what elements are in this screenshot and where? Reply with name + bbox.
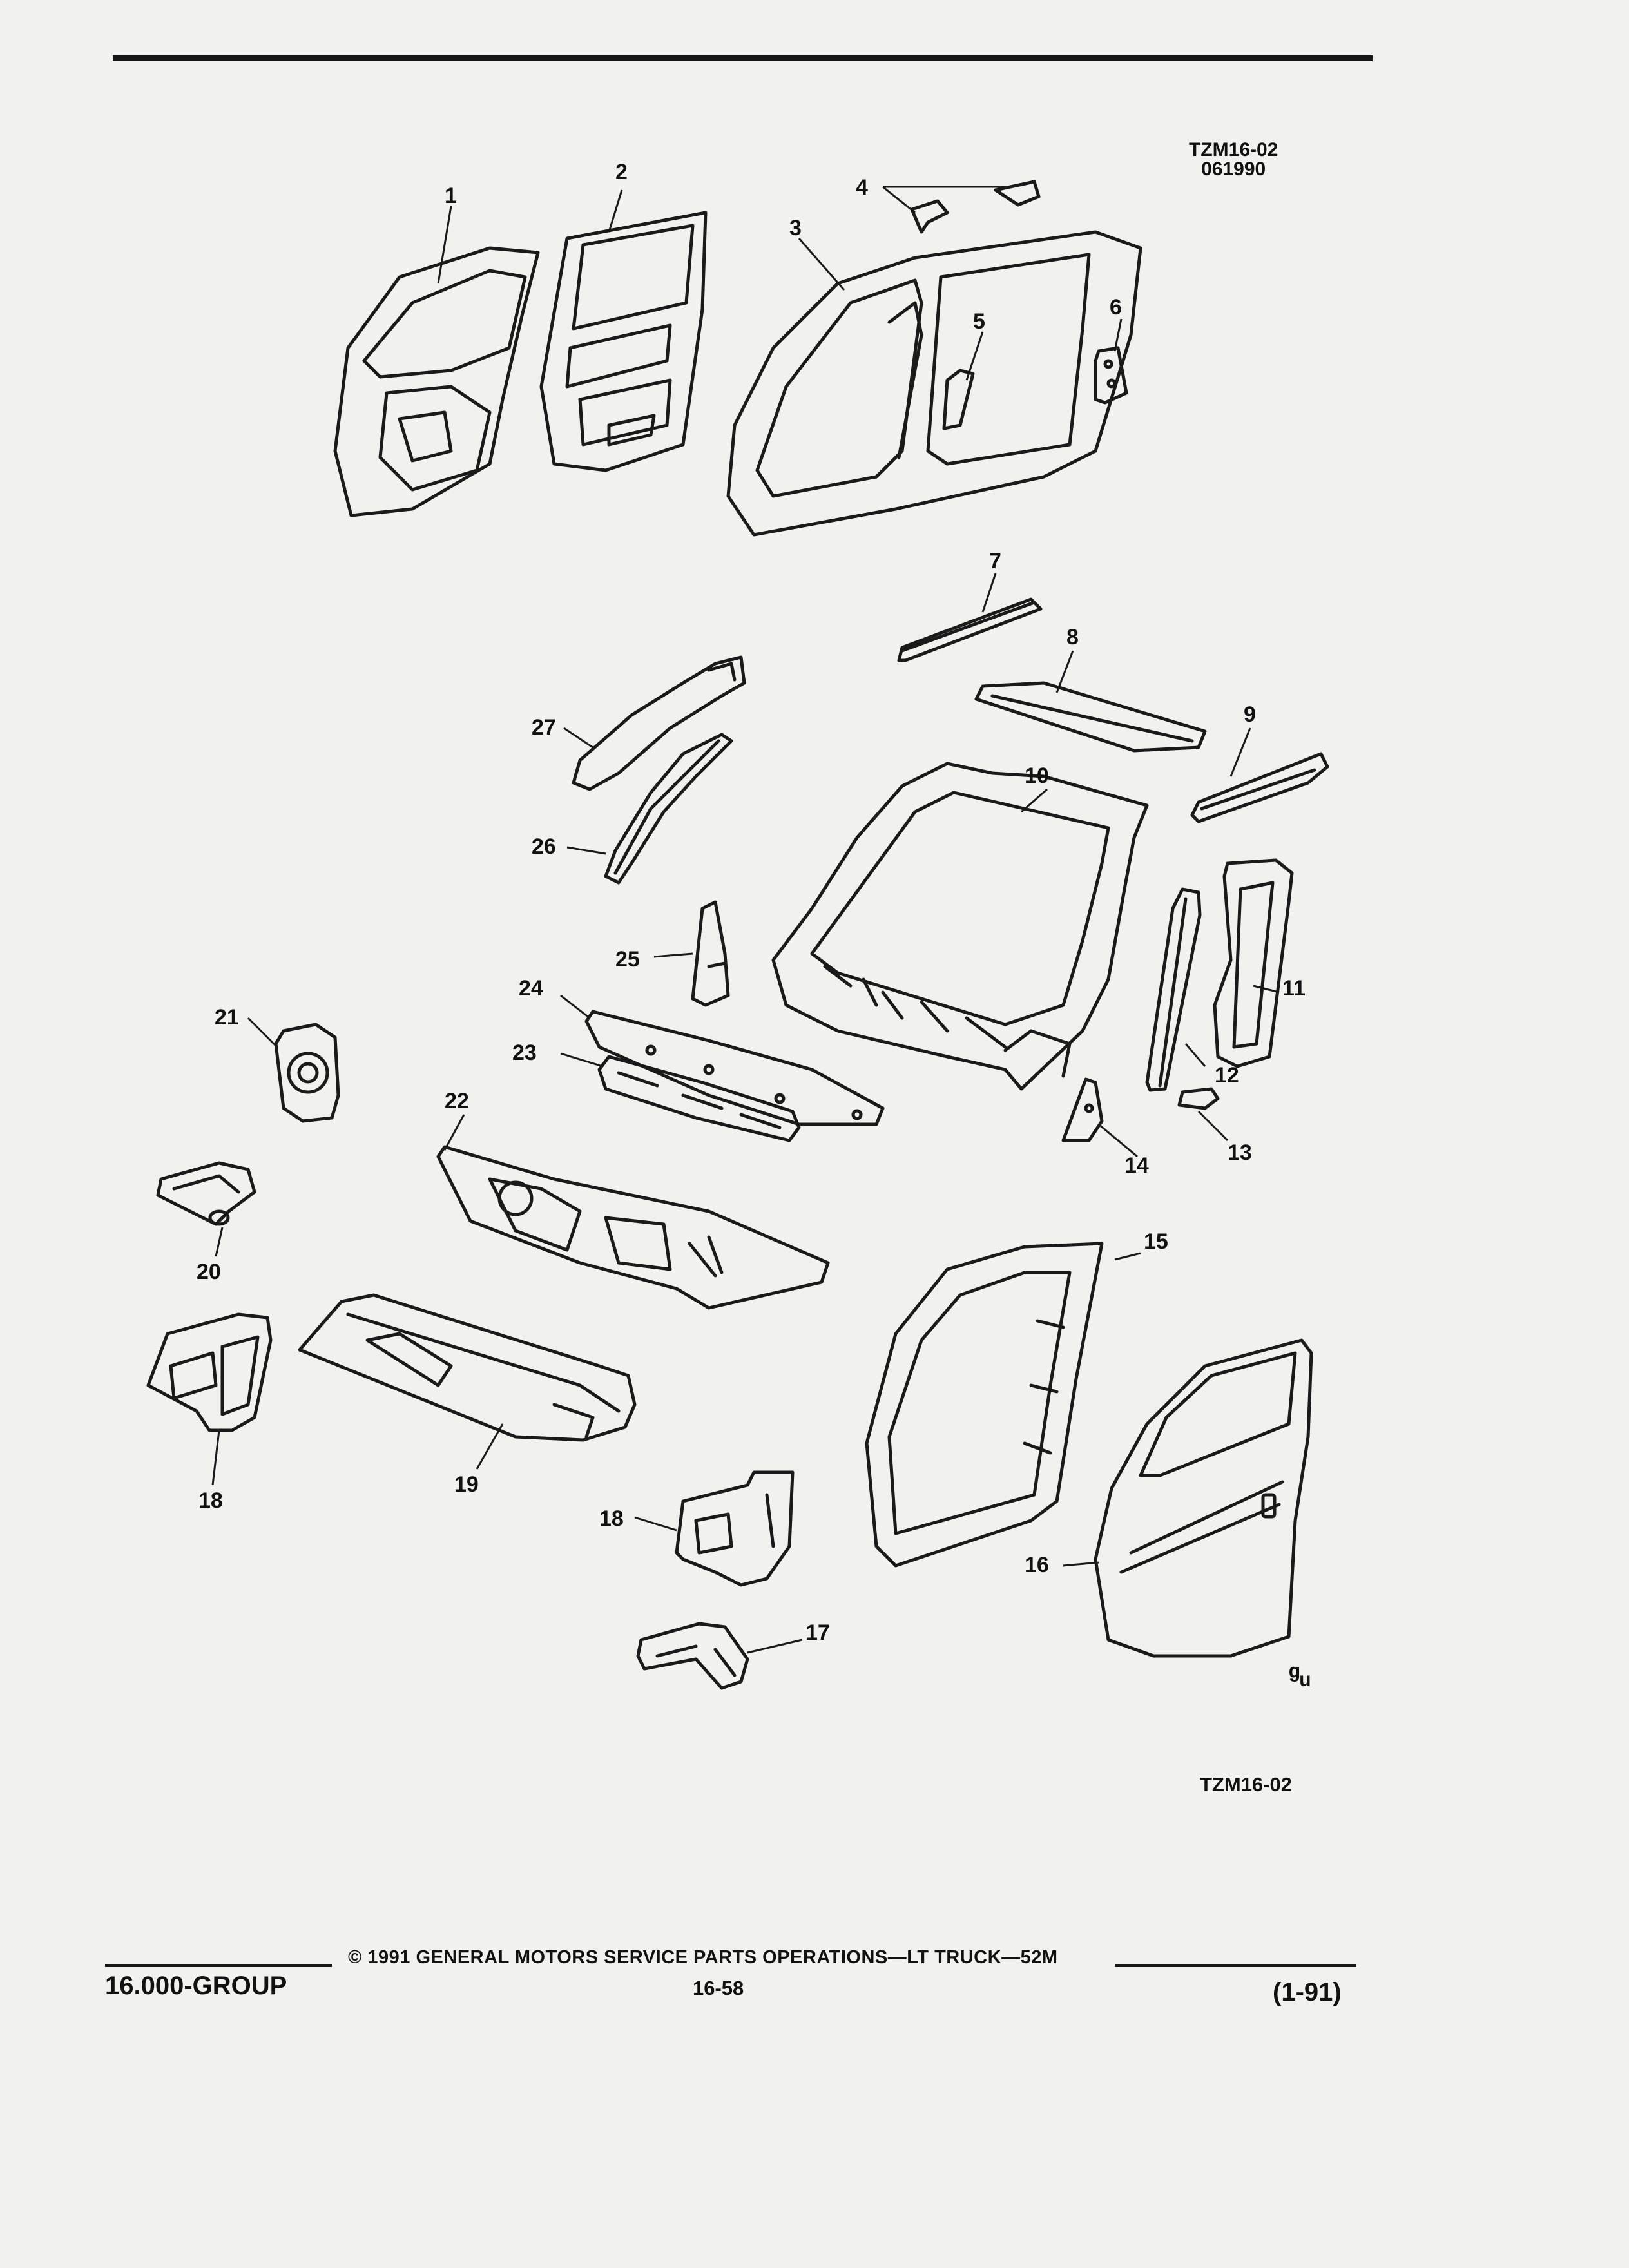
callout-4: 4 [856, 175, 868, 200]
footer-rule-right [1115, 1964, 1356, 1967]
callout-27: 27 [532, 715, 556, 740]
part-20-bracket [156, 1161, 256, 1226]
callout-3: 3 [789, 216, 802, 240]
part-5-insert [942, 369, 975, 430]
callout-18-left: 18 [198, 1488, 223, 1513]
callout-8: 8 [1066, 625, 1079, 649]
callout-16: 16 [1025, 1553, 1049, 1577]
group-label: 16.000-GROUP [105, 1972, 287, 2000]
illustration-date: 061990 [1201, 159, 1266, 180]
part-23-cowl-brace [597, 1055, 801, 1142]
revision-date: (1-91) [1273, 1978, 1342, 2006]
part-18-bracket-lower [675, 1470, 795, 1587]
callout-23: 23 [512, 1041, 537, 1065]
illustration-reference: TZM16-02 061990 [1189, 140, 1278, 179]
header-rule [113, 55, 1373, 61]
callout-9: 9 [1244, 702, 1256, 727]
callout-2: 2 [615, 160, 628, 184]
part-12-pillar-reinforcement [1145, 887, 1202, 1092]
callout-7: 7 [989, 549, 1001, 573]
part-19-cowl-panel [298, 1293, 637, 1442]
part-4-brackets [910, 180, 1041, 234]
bottom-reference-code: TZM16-02 [1200, 1773, 1292, 1796]
part-26-a-pillar-trim [604, 733, 733, 885]
callout-11: 11 [1282, 976, 1306, 1001]
footer-rule-left [105, 1964, 332, 1967]
callout-5: 5 [973, 309, 985, 334]
illustration-code: TZM16-02 [1189, 139, 1278, 160]
callout-1: 1 [445, 184, 457, 208]
part-16-door-outer [1094, 1338, 1313, 1658]
callout-20: 20 [197, 1260, 221, 1284]
callout-10: 10 [1025, 764, 1049, 788]
part-7-roof-bow [897, 597, 1043, 662]
leader-lines [211, 186, 1280, 1654]
part-9-rail [1190, 752, 1329, 823]
part-15-door-opening-frame [865, 1242, 1104, 1568]
callout-26: 26 [532, 834, 556, 859]
part-13-bracket [1177, 1087, 1220, 1110]
callout-13: 13 [1228, 1140, 1252, 1165]
callout-6: 6 [1110, 295, 1122, 320]
callout-24: 24 [519, 976, 543, 1001]
page-number: 16-58 [693, 1977, 744, 1999]
callout-19: 19 [454, 1472, 479, 1497]
part-1-front-door-inner [333, 246, 540, 517]
part-11-b-pillar [1213, 858, 1294, 1068]
callout-21: 21 [215, 1005, 239, 1030]
part-27-a-pillar [572, 655, 746, 791]
part-17-bracket [636, 1622, 749, 1690]
part-21-speaker-housing [274, 1023, 340, 1123]
part-3-side-frame [726, 230, 1142, 537]
part-18-bracket-left [146, 1312, 273, 1432]
callout-25: 25 [615, 947, 640, 972]
callout-15: 15 [1144, 1229, 1168, 1254]
callout-14: 14 [1124, 1153, 1149, 1178]
part-14-bracket [1061, 1077, 1104, 1142]
callout-22: 22 [445, 1089, 469, 1113]
gm-logo-mark: ᵍᵤ [1289, 1659, 1310, 1691]
callout-18-lower: 18 [599, 1506, 624, 1531]
part-24-cowl-top [584, 1010, 885, 1126]
copyright-notice: © 1991 GENERAL MOTORS SERVICE PARTS OPER… [348, 1947, 1058, 1968]
part-22-dash-panel [436, 1145, 830, 1310]
callout-17: 17 [805, 1620, 830, 1645]
part-10-windshield-frame [771, 762, 1149, 1091]
part-8-roof-rail [974, 681, 1207, 753]
part-25-bracket [691, 900, 730, 1007]
part-6-plate [1094, 346, 1128, 405]
logo-mark: ᵍᵤ [1289, 1659, 1311, 1691]
callout-12: 12 [1215, 1063, 1239, 1088]
part-2-rear-door [539, 211, 708, 472]
